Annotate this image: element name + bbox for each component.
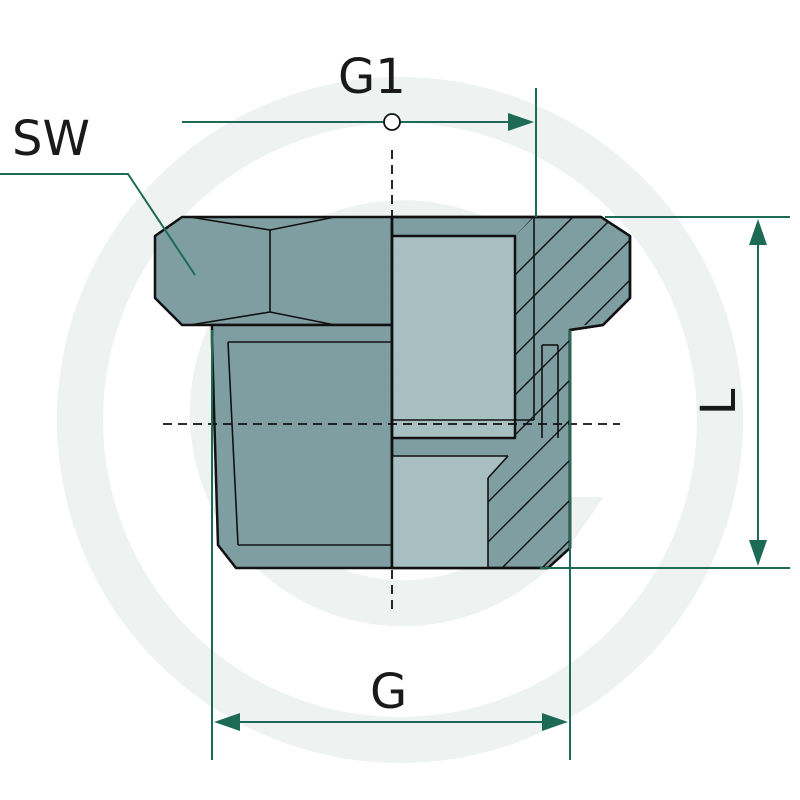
label-sw: SW (12, 111, 90, 167)
hex-collar (153, 215, 394, 327)
dimension-g (211, 330, 571, 760)
label-g: G (370, 664, 407, 720)
dimension-l (540, 216, 790, 569)
dimension-g1 (182, 88, 537, 217)
threaded-shank (210, 323, 394, 570)
leader-sw (0, 173, 196, 276)
section-view (390, 215, 632, 570)
label-l: L (691, 388, 747, 415)
label-g1: G1 (338, 49, 406, 105)
